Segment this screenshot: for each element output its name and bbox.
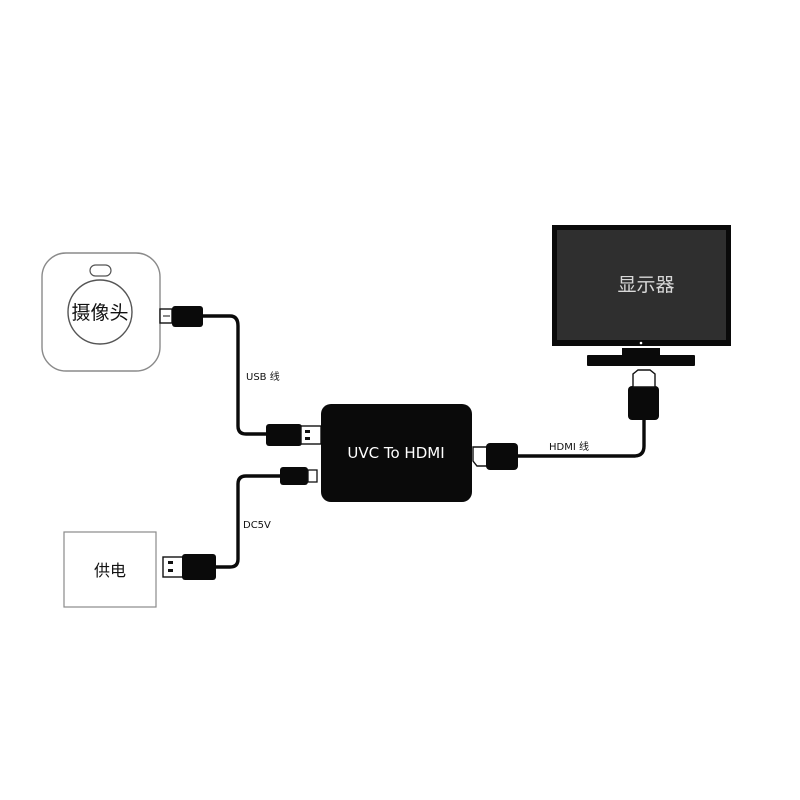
adapter-label: UVC To HDMI (347, 444, 444, 462)
usb-cable-label: USB 线 (246, 370, 280, 383)
display-stand-base (587, 355, 695, 366)
camera-usb-connector (159, 306, 203, 327)
hdmi-cable-wire (516, 418, 646, 458)
camera-lens-icon (67, 279, 133, 345)
camera-indicator-icon (89, 264, 112, 277)
dc-cable-label: DC5V (243, 520, 271, 531)
hdmi-cable-label: HDMI 线 (549, 440, 589, 453)
adapter-dc-plug (280, 467, 318, 485)
display-label: 显示器 (617, 274, 674, 296)
camera-label: 摄像头 (71, 302, 128, 324)
display-hdmi-plug (628, 369, 659, 420)
camera-device: 摄像头 (41, 252, 161, 372)
power-device: 供电 (63, 531, 157, 608)
power-label: 供电 (94, 561, 126, 580)
adapter-hdmi-plug (472, 443, 518, 470)
adapter-usb-a-plug (266, 424, 322, 446)
dc-cable-wire (214, 474, 282, 569)
power-usb-a-plug (162, 554, 216, 580)
power-box (63, 531, 157, 608)
usb-cable-wire (201, 314, 268, 436)
display-stand-neck (622, 348, 660, 356)
display-screen (557, 230, 726, 340)
display-device: 显示器 (552, 225, 731, 366)
uvc-to-hdmi-adapter: UVC To HDMI (321, 404, 472, 502)
adapter-body (321, 404, 472, 502)
display-power-led-icon (639, 341, 643, 345)
